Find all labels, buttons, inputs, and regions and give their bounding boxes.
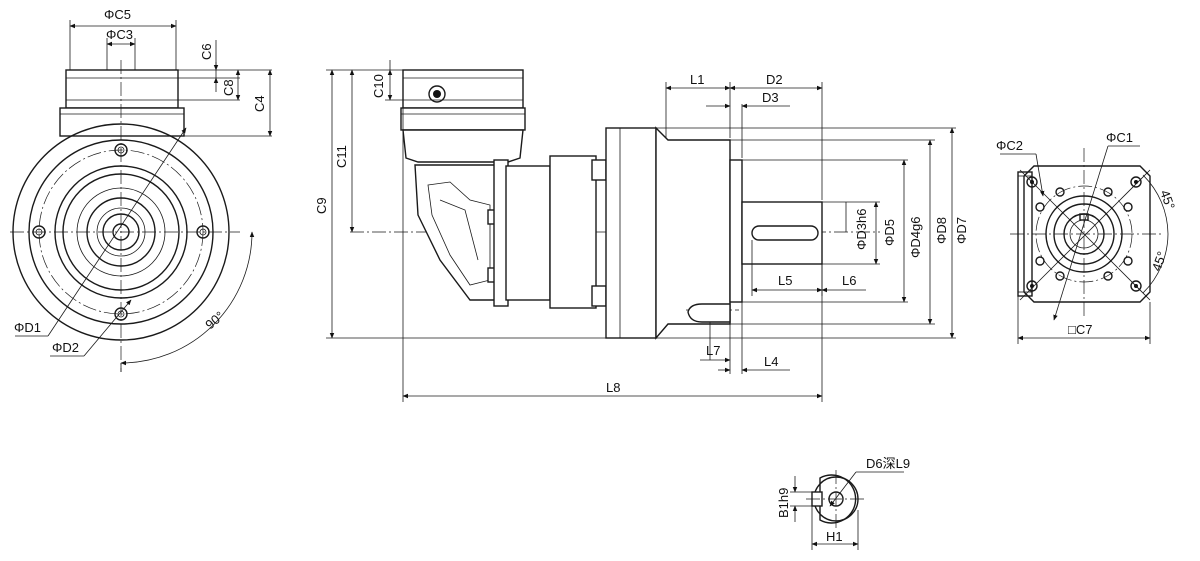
label-b1h9: B1h9 [776, 488, 791, 518]
side-view [326, 60, 956, 402]
label-c6: C6 [199, 43, 214, 60]
label-l4: L4 [764, 354, 778, 369]
label-d7: ΦD7 [954, 217, 969, 244]
label-d3: D3 [762, 90, 779, 105]
label-l5: L5 [778, 273, 792, 288]
output-shaft [741, 201, 823, 265]
label-h1: H1 [826, 529, 843, 544]
keyway [751, 225, 819, 241]
label-angle-45-bottom: 45° [1149, 249, 1170, 273]
label-c11: C11 [334, 145, 349, 168]
adapter-neck [59, 107, 185, 137]
dimension-labels: ΦC5 ΦC3 C6 C8 C4 ΦD1 ΦD2 90° C10 C11 C9 … [14, 7, 1178, 544]
label-d2-top: D2 [766, 72, 783, 87]
label-d6-l9: D6深L9 [866, 456, 910, 471]
label-d1: ΦD1 [14, 320, 41, 335]
label-c5: ΦC5 [104, 7, 131, 22]
tapped-hole [687, 303, 731, 323]
key-detail [790, 470, 904, 550]
label-d4g6: ΦD4g6 [908, 217, 923, 258]
label-d3h6: ΦD3h6 [854, 209, 869, 250]
right-view [1000, 145, 1169, 344]
label-d2: ΦD2 [52, 340, 79, 355]
label-c1: ΦC1 [1106, 130, 1133, 145]
output-flange [605, 127, 657, 339]
label-c7: □C7 [1068, 322, 1092, 337]
label-d8: ΦD8 [934, 217, 949, 244]
side-adapter [402, 69, 524, 109]
label-c8: C8 [221, 79, 236, 96]
label-c10: C10 [371, 74, 386, 98]
label-d5: ΦD5 [882, 219, 897, 246]
label-l6: L6 [842, 273, 856, 288]
clamp-screw [428, 85, 446, 103]
label-c2: ΦC2 [996, 138, 1023, 153]
left-view [10, 20, 273, 372]
label-l7: L7 [706, 343, 720, 358]
motor-adapter-block [65, 69, 179, 109]
label-c4: C4 [252, 95, 267, 112]
label-angle-45-top: 45° [1157, 188, 1178, 212]
label-l1: L1 [690, 72, 704, 87]
label-c3: ΦC3 [106, 27, 133, 42]
label-c9: C9 [314, 197, 329, 214]
label-angle-90: 90° [202, 308, 227, 332]
label-l8: L8 [606, 380, 620, 395]
